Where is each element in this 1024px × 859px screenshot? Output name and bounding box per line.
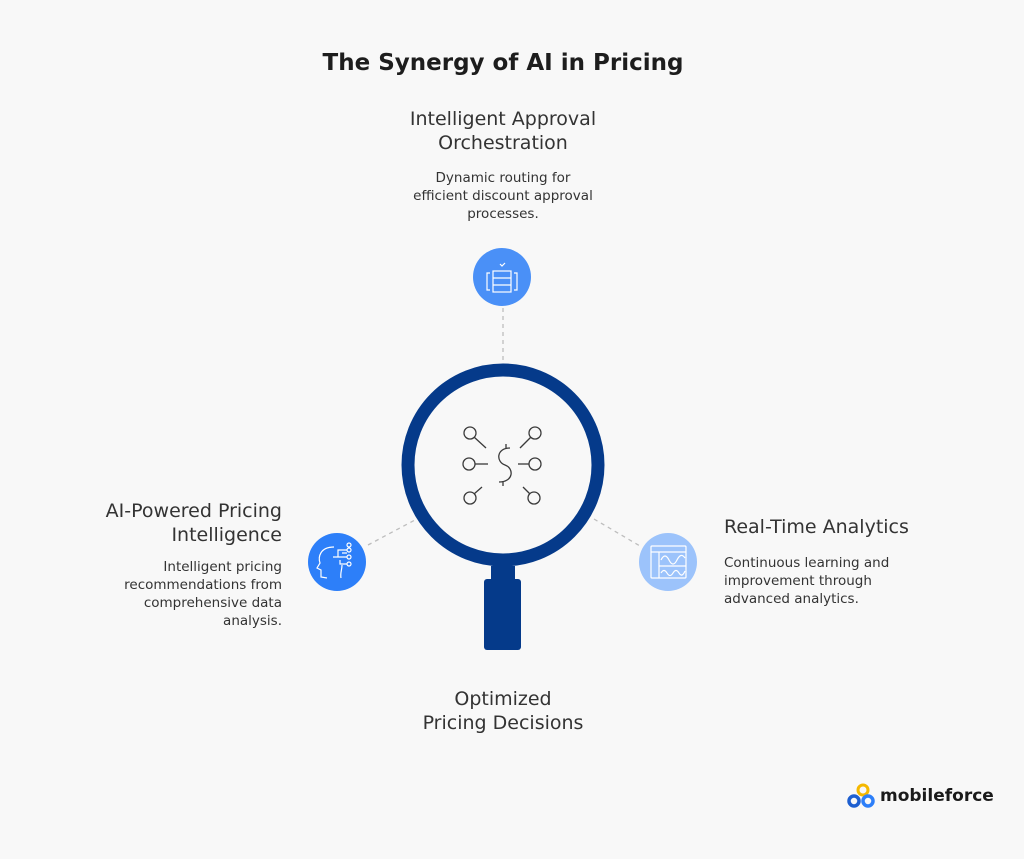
heading-line: Optimized <box>454 688 552 710</box>
heading-line: Orchestration <box>438 132 568 154</box>
heading-line: Pricing Decisions <box>422 712 584 734</box>
desc-line: Intelligent pricing <box>163 559 282 575</box>
top-node-description: Dynamic routing for efficient discount a… <box>353 169 653 223</box>
connector-right <box>593 518 641 547</box>
heading-line: AI-Powered Pricing <box>105 500 282 522</box>
top-node-heading: Intelligent Approval Orchestration <box>353 107 653 155</box>
heading-line: Intelligence <box>171 524 282 546</box>
brand-name: mobileforce <box>880 786 994 806</box>
desc-line: recommendations from <box>124 577 282 593</box>
analytics-dashboard-icon <box>639 533 697 591</box>
desc-line: analysis. <box>223 613 282 629</box>
page-title: The Synergy of AI in Pricing <box>322 50 684 76</box>
mobileforce-logo-icon <box>847 783 875 808</box>
heading-line: Intelligent Approval <box>409 108 597 130</box>
brand-logo: mobileforce <box>846 783 994 809</box>
desc-line: efficient discount approval <box>413 188 593 204</box>
desc-line: improvement through <box>724 573 872 589</box>
desc-line: comprehensive data <box>143 595 282 611</box>
left-node-heading: AI-Powered Pricing Intelligence <box>40 499 282 547</box>
desc-line: Dynamic routing for <box>435 170 571 186</box>
bottom-node-heading: Optimized Pricing Decisions <box>353 687 653 735</box>
approval-server-icon <box>473 248 531 306</box>
magnifier-dollar-icon <box>401 363 605 650</box>
desc-line: processes. <box>467 206 539 222</box>
left-node-description: Intelligent pricing recommendations from… <box>40 558 282 630</box>
desc-line: Continuous learning and <box>724 555 890 571</box>
right-node-description: Continuous learning and improvement thro… <box>724 554 889 608</box>
desc-line: advanced analytics. <box>724 591 859 607</box>
right-node-heading: Real-Time Analytics <box>724 516 909 538</box>
ai-head-icon <box>308 533 366 591</box>
connector-left <box>367 519 416 546</box>
